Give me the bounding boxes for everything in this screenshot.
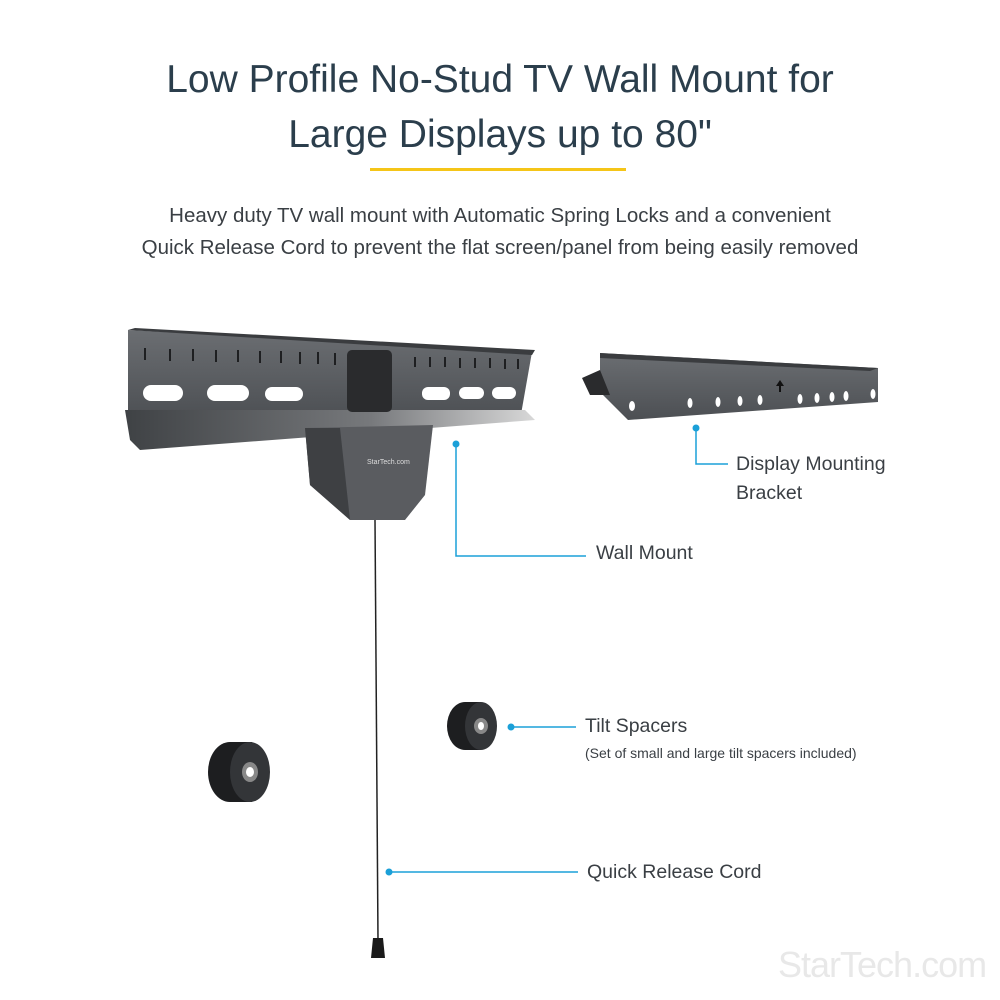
product-logo: StarTech.com: [367, 459, 410, 466]
page-title: Low Profile No-Stud TV Wall Mount for La…: [0, 52, 1000, 162]
display-bracket-label-line-2: Bracket: [736, 482, 803, 504]
display-bracket-label: Display Mounting Bracket: [736, 450, 886, 508]
quick-release-cord-label: Quick Release Cord: [587, 861, 762, 883]
display-bracket-label-line-1: Display Mounting: [736, 453, 886, 475]
title-line-2: Large Displays up to 80": [288, 113, 712, 156]
accent-underline: [370, 168, 626, 171]
brand-watermark: StarTech.com: [778, 944, 987, 985]
tilt-spacers-label: Tilt Spacers: [585, 715, 688, 737]
subtitle: Heavy duty TV wall mount with Automatic …: [0, 200, 1000, 264]
subtitle-line-2: Quick Release Cord to prevent the flat s…: [141, 236, 859, 259]
subtitle-line-1: Heavy duty TV wall mount with Automatic …: [169, 204, 831, 227]
tilt-spacer-small: [447, 702, 497, 750]
wall-mount-image: StarTech.com: [125, 328, 535, 958]
display-bracket-image: [582, 353, 878, 420]
tilt-spacer-large: [208, 742, 270, 802]
wall-mount-label: Wall Mount: [596, 542, 693, 564]
tilt-spacers-note: (Set of small and large tilt spacers inc…: [585, 745, 857, 761]
up-arrow-icon: [776, 380, 784, 392]
callout-lines: [389, 428, 728, 873]
title-line-1: Low Profile No-Stud TV Wall Mount for: [166, 58, 834, 101]
